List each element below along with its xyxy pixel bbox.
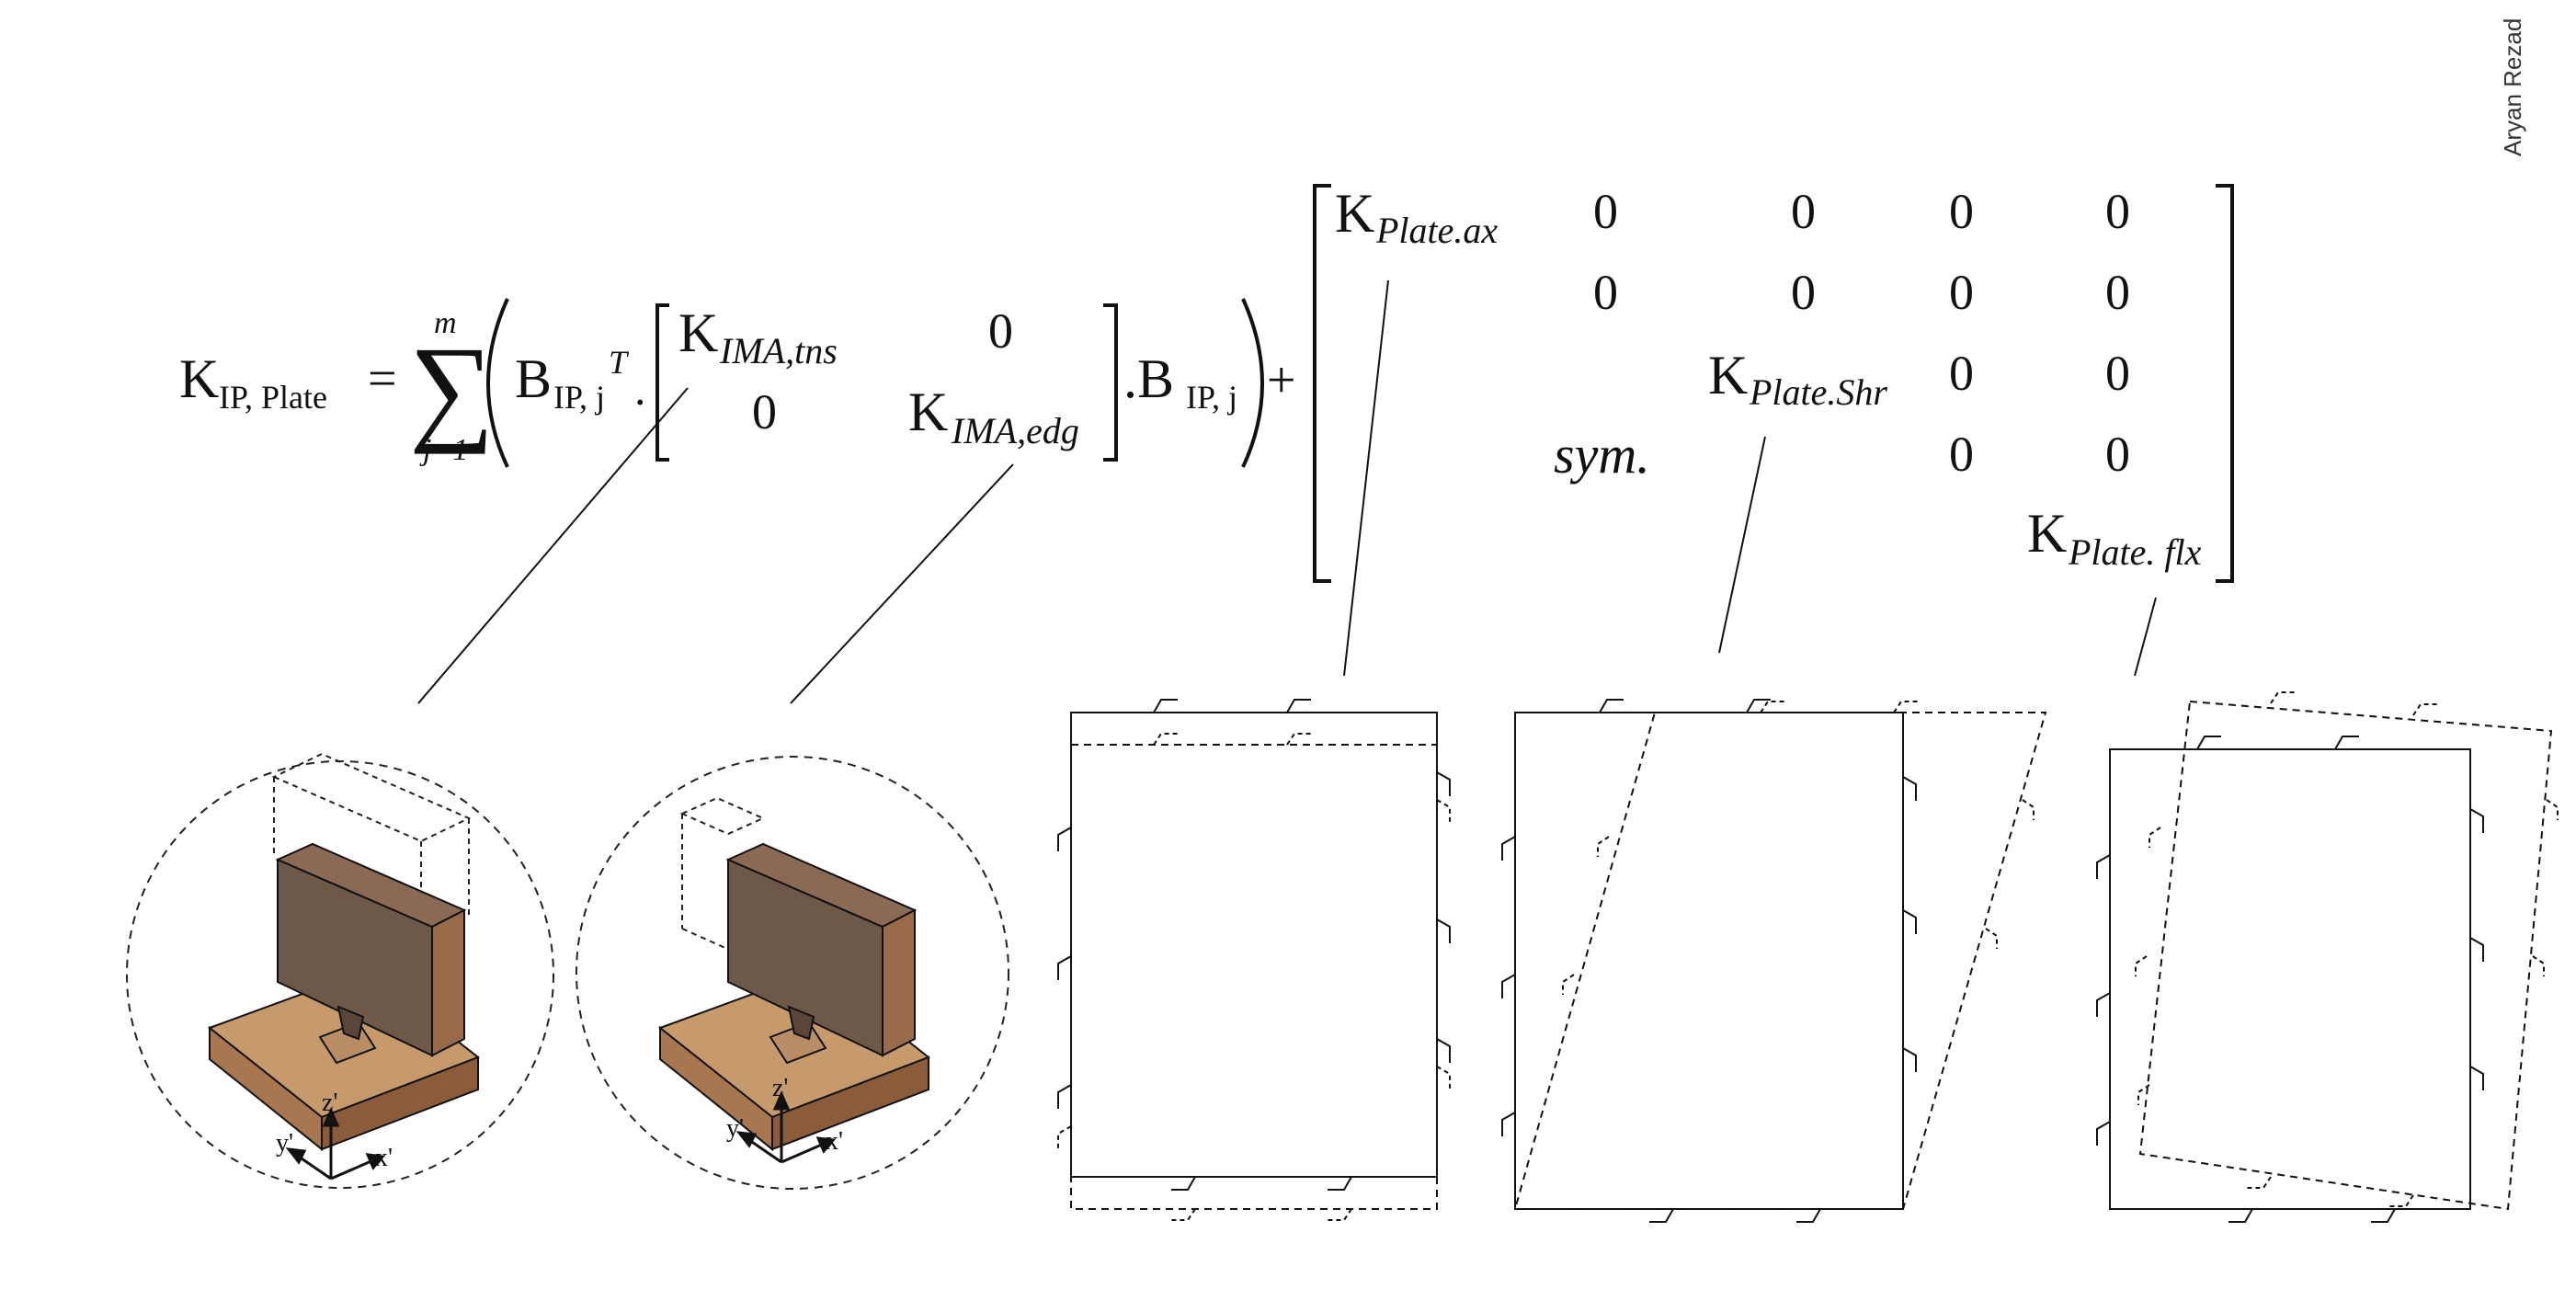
k-ima-edg-sub: IMA,edg — [951, 410, 1079, 451]
m-zero-r2c5: 0 — [2105, 265, 2130, 320]
ima-edgewise-detail: z' y' x' — [576, 756, 1009, 1190]
m-zero-r3c5: 0 — [2105, 346, 2130, 401]
axes-2 — [735, 1090, 836, 1164]
m-zero-r2c4: 0 — [1949, 265, 1974, 320]
plate-flexure-deformation — [2096, 691, 2559, 1223]
plate-ax-original — [1070, 712, 1438, 1178]
plate-shear-deformation — [1501, 699, 2047, 1223]
bracket-left — [655, 303, 669, 462]
leader-tns — [417, 387, 689, 704]
k-ima-tns-sub: IMA,tns — [719, 330, 838, 371]
ghost-panel-1 — [271, 752, 472, 843]
k-plate-flx-sub: Plate. flx — [2068, 531, 2202, 573]
leader-ax — [1343, 279, 1389, 677]
plate-shr-deformed — [1513, 712, 2047, 1210]
k-plate-shr-sub: Plate.Shr — [1749, 371, 1887, 413]
matrix-zero-21: 0 — [752, 384, 777, 439]
plus-sign: + — [1267, 352, 1296, 409]
transpose-mark: T — [609, 344, 630, 381]
plate-ax-deformed — [1070, 744, 1438, 1210]
plate-flx-original — [2109, 748, 2471, 1210]
parenthesis-left — [486, 298, 509, 468]
panel-side-1 — [431, 908, 465, 1057]
m-zero-r4c5: 0 — [2105, 427, 2130, 482]
axis-z-1: z' — [322, 1089, 337, 1117]
base-right-1 — [321, 1055, 479, 1151]
m-zero-r1c3: 0 — [1791, 184, 1816, 239]
k-plate-shr-main: K — [1708, 345, 1748, 405]
equation: K IP, Plate = m ∑ j=1 B IP, j T . K IMA,… — [179, 183, 2234, 583]
k-ima-tns-main: K — [678, 302, 718, 363]
lhs-k: K — [179, 348, 219, 409]
k-ima-edg-main: K — [908, 382, 948, 442]
k-plate-ax-sub: Plate.ax — [1375, 210, 1498, 251]
b-main: B — [515, 348, 552, 409]
leader-flx — [2134, 597, 2157, 677]
leader-shr — [1718, 436, 1766, 654]
summation-symbol: ∑ — [409, 323, 495, 455]
m-zero-r2c2: 0 — [1593, 265, 1618, 320]
panel-side-2 — [882, 908, 916, 1057]
m-zero-r4c4: 0 — [1949, 427, 1974, 482]
plate-flx-deformed — [2138, 700, 2553, 1211]
axis-x-1: x' — [375, 1144, 393, 1172]
big-bracket-right — [2216, 184, 2234, 583]
sum-lower-limit: j=1 — [419, 433, 468, 467]
detail-circle-2 — [576, 756, 1009, 1190]
axis-y-1: y' — [276, 1129, 293, 1158]
matrix-zero-12: 0 — [988, 303, 1013, 359]
m-zero-r3c4: 0 — [1949, 346, 1974, 401]
sum-upper-limit: m — [434, 306, 457, 340]
leader-edg — [790, 463, 1014, 704]
sym-label: sym. — [1554, 425, 1650, 485]
axis-y-2: y' — [726, 1114, 744, 1143]
k-plate-ax-main: K — [1335, 183, 1374, 244]
ima-tension-detail: z' y' x' — [126, 752, 554, 1189]
plate-axial-deformation — [1057, 699, 1451, 1221]
axis-x-2: x' — [826, 1127, 843, 1156]
lhs-subscript: IP, Plate — [219, 379, 327, 416]
k-plate-flx-main: K — [2027, 503, 2067, 564]
big-bracket-left — [1313, 184, 1331, 583]
equals-sign: = — [368, 350, 397, 407]
axis-z-2: z' — [772, 1074, 788, 1102]
m-zero-r1c5: 0 — [2105, 184, 2130, 239]
dot-operator: . — [634, 363, 646, 415]
dot-b-main: .B — [1123, 348, 1174, 409]
axes-1 — [285, 1107, 385, 1181]
b-subscript-2: IP, j — [1186, 379, 1237, 416]
parenthesis-right — [1241, 298, 1264, 468]
m-zero-r2c3: 0 — [1791, 265, 1816, 320]
bracket-right — [1103, 303, 1118, 462]
b-subscript: IP, j — [553, 379, 605, 416]
base-right-2 — [771, 1055, 929, 1151]
m-zero-r1c2: 0 — [1593, 184, 1618, 239]
plate-shr-original — [1514, 712, 1904, 1210]
leader-lines — [417, 279, 2157, 704]
ghost-panel-2 — [679, 796, 766, 836]
m-zero-r1c4: 0 — [1949, 184, 1974, 239]
